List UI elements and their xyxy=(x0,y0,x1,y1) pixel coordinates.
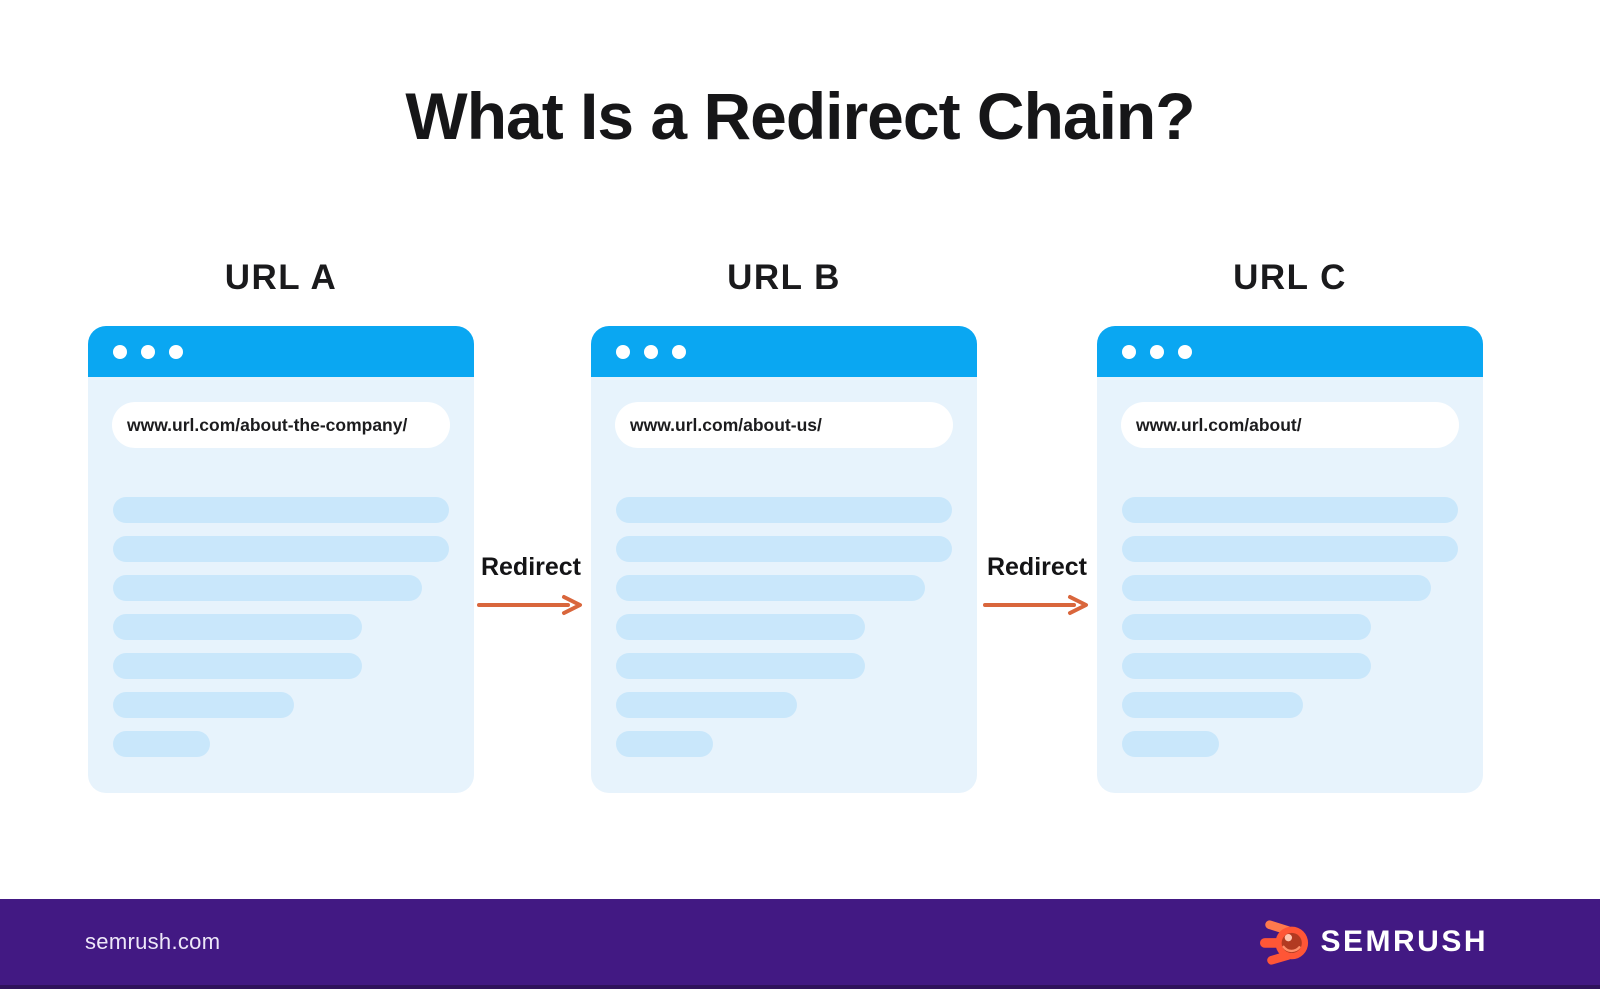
browser-c-label: URL C xyxy=(1233,258,1347,297)
window-dot-icon xyxy=(113,344,127,359)
content-line-placeholder xyxy=(616,497,952,523)
window-dot-icon xyxy=(644,344,658,359)
footer-bar: semrush.com SEMRUSH xyxy=(0,899,1600,989)
content-line-placeholder xyxy=(113,731,211,757)
content-line-placeholder xyxy=(113,614,362,640)
content-line-placeholder xyxy=(113,653,362,679)
footer-site-url: semrush.com xyxy=(85,929,221,954)
content-line-placeholder xyxy=(1122,575,1432,601)
browser-b-content-placeholder xyxy=(616,497,952,757)
content-line-placeholder xyxy=(616,731,714,757)
redirect-connector-1: Redirect xyxy=(466,553,596,621)
content-line-placeholder xyxy=(113,536,449,562)
window-dot-icon xyxy=(616,344,630,359)
content-line-placeholder xyxy=(616,653,865,679)
browser-c-titlebar xyxy=(1097,326,1483,377)
semrush-fireball-icon xyxy=(1260,920,1309,965)
semrush-wordmark: SEMRUSH xyxy=(1320,925,1488,958)
content-line-placeholder xyxy=(616,536,952,562)
browser-window-b: URL B www.url.com/about-us/ xyxy=(591,258,977,793)
browser-a-address-bar: www.url.com/about-the-company/ xyxy=(112,402,450,448)
window-dot-icon xyxy=(672,344,686,359)
content-line-placeholder xyxy=(616,692,798,718)
browser-b-address-bar: www.url.com/about-us/ xyxy=(615,402,953,448)
content-line-placeholder xyxy=(1122,692,1304,718)
browser-b-frame: www.url.com/about-us/ xyxy=(591,326,977,793)
content-line-placeholder xyxy=(113,497,449,523)
browser-a-frame: www.url.com/about-the-company/ xyxy=(88,326,474,793)
content-line-placeholder xyxy=(113,575,423,601)
redirect-label: Redirect xyxy=(986,553,1088,581)
window-dot-icon xyxy=(1122,344,1136,359)
redirect-label: Redirect xyxy=(480,553,582,581)
browser-c-content-placeholder xyxy=(1122,497,1458,757)
window-dot-icon xyxy=(169,344,183,359)
browser-b-titlebar xyxy=(591,326,977,377)
page-title: What Is a Redirect Chain? xyxy=(405,79,1195,153)
content-line-placeholder xyxy=(616,575,926,601)
semrush-logo: SEMRUSH xyxy=(1260,916,1488,968)
browser-a-titlebar xyxy=(88,326,474,377)
redirect-connector-2: Redirect xyxy=(972,553,1102,621)
browser-c-address-bar: www.url.com/about/ xyxy=(1121,402,1459,448)
content-line-placeholder xyxy=(1122,731,1220,757)
content-line-placeholder xyxy=(1122,614,1371,640)
window-dot-icon xyxy=(1178,344,1192,359)
right-arrow-icon xyxy=(477,595,582,615)
browser-a-content-placeholder xyxy=(113,497,449,757)
content-line-placeholder xyxy=(1122,536,1458,562)
window-dot-icon xyxy=(141,344,155,359)
right-arrow-icon xyxy=(983,595,1088,615)
content-line-placeholder xyxy=(1122,497,1458,523)
content-line-placeholder xyxy=(616,614,865,640)
content-line-placeholder xyxy=(1122,653,1371,679)
browser-c-frame: www.url.com/about/ xyxy=(1097,326,1483,793)
browser-b-label: URL B xyxy=(727,258,841,297)
browser-window-c: URL C www.url.com/about/ xyxy=(1097,258,1483,793)
browser-a-label: URL A xyxy=(224,258,338,297)
browser-window-a: URL A www.url.com/about-the-company/ xyxy=(88,258,474,793)
content-line-placeholder xyxy=(113,692,295,718)
window-dot-icon xyxy=(1150,344,1164,359)
